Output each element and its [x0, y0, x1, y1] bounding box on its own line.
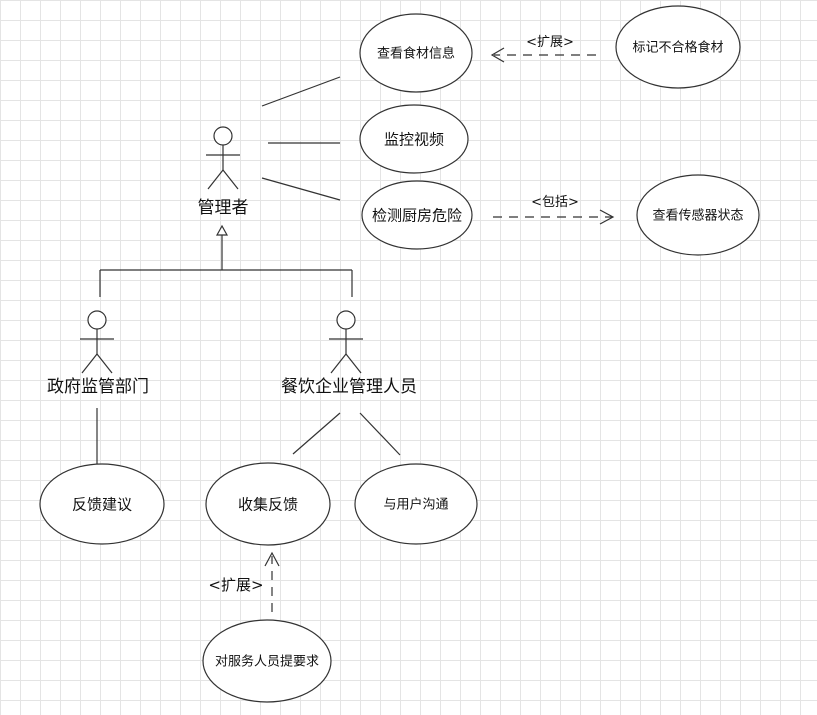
assoc-catering-collect — [292, 412, 341, 455]
usecase-collect-feedback[interactable]: 收集反馈 — [205, 462, 331, 546]
svg-text:标记不合格食材: 标记不合格食材 — [632, 40, 723, 56]
svg-text:查看传感器状态: 查看传感器状态 — [652, 208, 743, 224]
usecase-monitor-video[interactable]: 监控视频 — [359, 104, 469, 174]
stick-figure-icon — [206, 126, 240, 190]
assoc-manager-view-food — [261, 76, 341, 107]
usecase-view-food-info[interactable]: 查看食材信息 — [359, 13, 473, 93]
actor-manager[interactable]: 管理者 — [198, 126, 249, 218]
usecase-feedback-suggestion[interactable]: 反馈建议 — [39, 463, 165, 545]
svg-text:反馈建议: 反馈建议 — [72, 496, 132, 514]
extend-arrowhead-bottom — [264, 551, 280, 567]
actor-government[interactable]: 政府监管部门 — [47, 310, 149, 397]
svg-text:监控视频: 监控视频 — [384, 131, 444, 149]
actor-manager-label: 管理者 — [198, 198, 249, 218]
svg-text:收集反馈: 收集反馈 — [238, 496, 298, 514]
svg-text:查看食材信息: 查看食材信息 — [377, 46, 455, 62]
extend-label-top: <扩展> — [526, 35, 574, 50]
usecase-detect-kitchen-risk[interactable]: 检测厨房危险 — [361, 180, 473, 250]
svg-text:与用户沟通: 与用户沟通 — [383, 497, 448, 513]
svg-text:对服务人员提要求: 对服务人员提要求 — [215, 654, 319, 670]
assoc-catering-communicate — [359, 412, 401, 456]
actor-catering-staff[interactable]: 餐饮企业管理人员 — [281, 310, 417, 397]
extend-label-bottom: <扩展> — [208, 576, 263, 594]
actor-catering-staff-label: 餐饮企业管理人员 — [281, 377, 417, 397]
include-arrowhead — [599, 209, 615, 225]
include-label: <包括> — [531, 195, 579, 210]
usecase-communicate-users[interactable]: 与用户沟通 — [354, 463, 478, 545]
usecase-mark-unqualified[interactable]: 标记不合格食材 — [615, 5, 741, 89]
svg-text:检测厨房危险: 检测厨房危险 — [372, 207, 462, 225]
generalization-arrowhead — [215, 224, 229, 236]
usecase-view-sensor-status[interactable]: 查看传感器状态 — [636, 174, 760, 256]
stick-figure-icon — [329, 310, 363, 374]
assoc-manager-detect-risk — [261, 177, 341, 201]
actor-government-label: 政府监管部门 — [47, 377, 149, 397]
usecase-request-service-staff[interactable]: 对服务人员提要求 — [202, 619, 332, 703]
stick-figure-icon — [80, 310, 114, 374]
extend-arrowhead-top — [490, 47, 505, 63]
